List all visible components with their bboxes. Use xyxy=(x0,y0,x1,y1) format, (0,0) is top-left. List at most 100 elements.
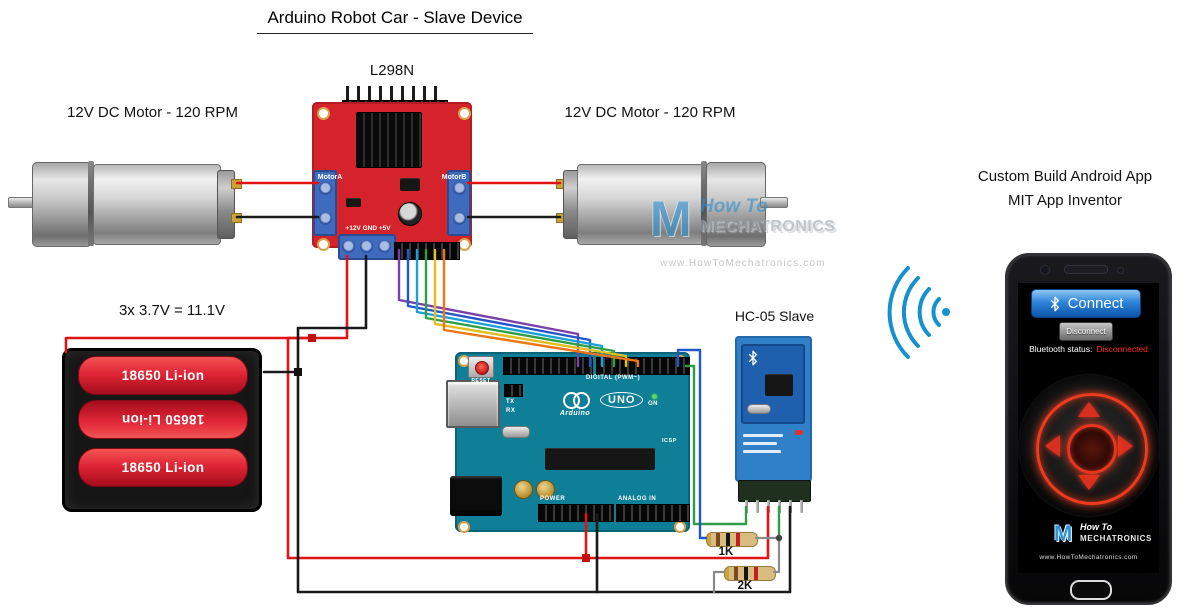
arduino-capacitor xyxy=(514,480,533,499)
terminal-screw xyxy=(360,240,373,253)
phone-logo-howto: How To xyxy=(1080,522,1113,532)
hc05-crystal xyxy=(747,404,771,414)
arduino-model-text: UNO xyxy=(600,392,644,408)
arduino-icsp2-header xyxy=(504,384,523,397)
arduino-analog-header xyxy=(616,504,690,522)
junction-black xyxy=(294,368,302,376)
arduino-analog-silk: ANALOG IN xyxy=(618,496,657,502)
l298n-power-silk: +12V GND +5V xyxy=(345,225,391,232)
arduino-crystal xyxy=(502,426,530,438)
smartphone: Connect Disconnect Bluetooth status: Dis… xyxy=(1005,253,1172,605)
motor-right-gearbox xyxy=(706,162,766,247)
dpad-down-arrow[interactable] xyxy=(1077,474,1100,490)
page-title-text: Arduino Robot Car - Slave Device xyxy=(257,8,533,34)
terminal-screw xyxy=(318,212,332,225)
l298n-terminal-motor-b xyxy=(447,170,471,236)
l298n-control-pin-header xyxy=(394,242,460,260)
lead-2k-to-ground xyxy=(712,570,726,594)
arduino-rx-silk: RX xyxy=(506,408,516,414)
disconnect-button[interactable]: Disconnect xyxy=(1059,322,1113,341)
phone-earpiece xyxy=(1064,265,1108,274)
connect-button[interactable]: Connect xyxy=(1031,289,1141,318)
motor-right-shaft xyxy=(760,197,788,208)
wire-in2-cyan xyxy=(415,248,604,368)
bluetooth-wave-arc xyxy=(931,297,941,327)
hc05-radio-board xyxy=(741,344,805,424)
dpad-up-arrow[interactable] xyxy=(1077,401,1100,417)
hc05-pin xyxy=(778,500,781,513)
wire-l298n-gnd-to-battery xyxy=(262,254,368,374)
dpad-center-button[interactable] xyxy=(1066,423,1117,474)
arduino-logo-icon xyxy=(573,392,590,409)
hc05-silkscreen xyxy=(743,434,783,437)
watermark-brand-text: MECHATRONICS xyxy=(700,218,836,235)
resistor-1k xyxy=(706,532,758,547)
terminal-screw xyxy=(342,240,355,253)
wire-ena-purple xyxy=(397,248,580,368)
connect-button-label: Connect xyxy=(1067,295,1124,312)
hc05-silkscreen xyxy=(743,450,781,453)
dpad-left-arrow[interactable] xyxy=(1044,434,1060,457)
arduino-power-silk: POWER xyxy=(540,496,566,502)
bluetooth-wave-arc xyxy=(917,287,931,337)
l298n-mount-hole xyxy=(317,238,330,251)
arduino-digital-silk: DIGITAL (PWM~) xyxy=(585,375,641,381)
resistor-2k-label: 2K xyxy=(737,580,753,592)
resistor-1k-label: 1K xyxy=(718,546,734,558)
battery-cell-2: 18650 Li-ion xyxy=(78,400,248,439)
bluetooth-wave-arc xyxy=(901,276,920,348)
l298n-mount-hole xyxy=(317,107,330,120)
hc05-silkscreen xyxy=(743,442,777,445)
l298n-label: L298N xyxy=(369,62,415,79)
l298n-mount-hole xyxy=(458,107,471,120)
arduino-reset-silk: RESET xyxy=(471,378,491,384)
motor-left-label: 12V DC Motor - 120 RPM xyxy=(67,104,238,121)
phone-logo-m-icon: M xyxy=(1054,521,1073,546)
terminal-screw xyxy=(318,182,332,195)
motor-right-ring xyxy=(701,161,707,246)
watermark-url: www.HowToMechatronics.com xyxy=(660,258,826,269)
arduino-reset-button[interactable] xyxy=(468,356,494,378)
hc05-pin xyxy=(800,500,803,513)
arduino-usb-port xyxy=(446,380,500,428)
arduino-brand-silk: Arduino xyxy=(559,410,591,417)
hc05-pin xyxy=(745,500,748,513)
motor-left-body xyxy=(93,164,221,245)
l298n-top-pins xyxy=(346,86,445,104)
l298n-capacitor xyxy=(398,202,422,226)
hc05-pin xyxy=(756,500,759,513)
bluetooth-status-label: Bluetooth status: xyxy=(1029,344,1093,354)
terminal-screw xyxy=(452,212,466,225)
watermark-logo: M How To MECHATRONICS www.HowToMechatron… xyxy=(648,190,838,275)
l298n-terminal-motor-a xyxy=(313,170,337,236)
watermark-howto-text: How To xyxy=(700,196,768,217)
wire-in3-green xyxy=(424,248,616,368)
phone-home-button[interactable] xyxy=(1070,580,1112,600)
battery-cell-1: 18650 Li-ion xyxy=(78,356,248,395)
terminal-screw xyxy=(452,182,466,195)
motor-right-body xyxy=(577,164,705,245)
hc05-pin xyxy=(767,500,770,513)
junction-red xyxy=(582,554,590,562)
arduino-icsp-silk: ICSP xyxy=(662,438,677,444)
motor-left-terminal-pos xyxy=(231,179,242,189)
wire-in1-blue xyxy=(406,248,592,368)
hc05-pin-block xyxy=(738,480,811,502)
arduino-atmega-chip xyxy=(545,448,655,470)
arduino-mount-hole xyxy=(458,521,470,533)
dpad-ring xyxy=(1035,392,1148,505)
junction-red xyxy=(308,334,316,342)
bluetooth-wave-arc xyxy=(887,266,910,359)
disconnect-button-label: Disconnect xyxy=(1066,327,1106,336)
l298n-jumper xyxy=(346,198,361,207)
arduino-mount-hole xyxy=(674,521,686,533)
resistor-2k xyxy=(724,566,776,581)
lead-junction-to-2k xyxy=(772,536,781,574)
l298n-ic xyxy=(400,178,420,191)
l298n-terminal-power xyxy=(338,234,396,260)
bluetooth-icon xyxy=(748,350,758,366)
bluetooth-button-icon xyxy=(1050,296,1059,311)
phone-sensor xyxy=(1117,267,1124,274)
dpad-right-arrow[interactable] xyxy=(1117,434,1133,457)
motor-left-terminal-neg xyxy=(231,213,242,223)
